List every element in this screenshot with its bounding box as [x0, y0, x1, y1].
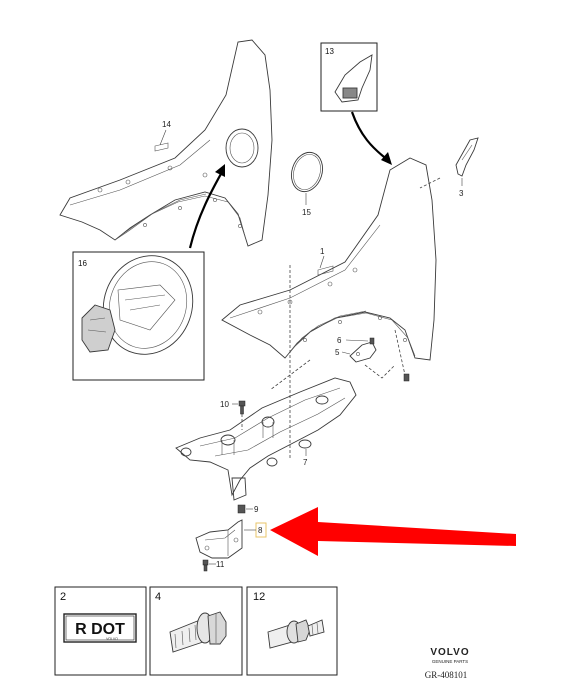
plate-text: R DOT: [75, 621, 125, 638]
legend-12-number: 12: [253, 591, 265, 603]
callout-1: 1: [320, 247, 325, 256]
clip-part-3: 3: [419, 137, 479, 198]
callout-11: 11: [216, 560, 225, 569]
callout-6: 6: [337, 336, 342, 345]
figure-id: GR-408101: [425, 670, 468, 680]
bracket-part-8: 8: [195, 519, 267, 559]
callout-10: 10: [220, 400, 229, 409]
plate-label: [63, 613, 137, 643]
main-fender-part-1: 1: [221, 157, 437, 460]
red-arrow: [270, 507, 516, 556]
gasket-ring-part-15: 15: [291, 151, 323, 217]
bracket-part-5: 5 6: [335, 336, 410, 382]
callout-3: 3: [459, 189, 464, 198]
legend-box-12: 12: [246, 586, 338, 676]
legend-4-number: 4: [155, 591, 161, 603]
callout-14: 14: [162, 120, 171, 129]
nut-part-9: 9: [237, 504, 259, 514]
subframe-part-7: 7: [175, 377, 357, 501]
callout-15: 15: [302, 208, 311, 217]
inset-box-16: 16: [72, 164, 225, 381]
fuel-door-opening: [225, 128, 259, 168]
bolt-part-10: 10: [220, 400, 246, 430]
upper-fender-part-14: 14: [59, 39, 273, 247]
flange-bolt-icon: [169, 611, 227, 653]
legend-2-number: 2: [60, 591, 66, 603]
callout-8: 8: [258, 526, 263, 535]
inset-box-13: 13: [320, 42, 392, 165]
plate-subtext: VOLVO: [106, 637, 118, 641]
legend-box-2: 2 R DOT VOLVO: [54, 586, 147, 676]
stud-icon: [267, 619, 325, 649]
brand-name: VOLVO: [430, 647, 469, 658]
callout-9: 9: [254, 505, 259, 514]
brand-tagline: GENUINE PARTS: [432, 659, 468, 664]
callout-5: 5: [335, 348, 340, 357]
inset-13-number: 13: [325, 47, 334, 56]
callout-7: 7: [303, 458, 308, 467]
bolt-part-11: 11: [202, 559, 225, 572]
legend-box-4: 4: [149, 586, 243, 676]
brand-block: VOLVO GENUINE PARTS GR-408101: [425, 647, 469, 680]
inset-16-number: 16: [78, 259, 87, 268]
